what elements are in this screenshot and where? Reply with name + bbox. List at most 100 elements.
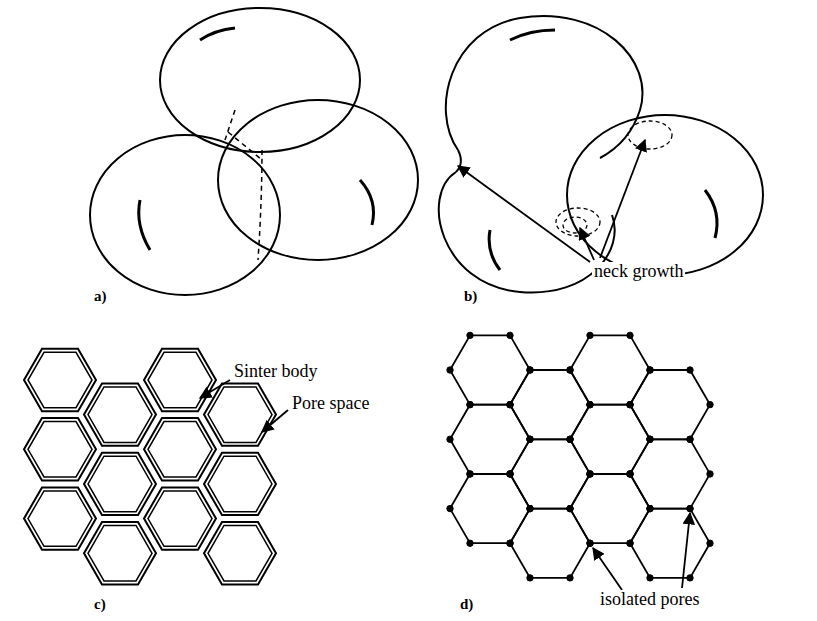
pore-dot (587, 401, 593, 407)
grain-outline (88, 456, 152, 512)
grain-outline (450, 335, 530, 404)
pore-dot (507, 471, 513, 477)
pore-dot (587, 540, 593, 546)
pore-dot (467, 401, 473, 407)
callout-label: neck growth (592, 262, 685, 282)
pore-dot (687, 575, 693, 581)
panel-letter: c) (92, 596, 108, 613)
pore-dot (507, 401, 513, 407)
pore-dot (587, 471, 593, 477)
pore-dot (567, 505, 573, 511)
pore-dot (587, 471, 593, 477)
pore-dot (507, 471, 513, 477)
pore-dot (507, 540, 513, 546)
pore-dot (467, 401, 473, 407)
grain-outline (144, 418, 216, 480)
pore-dot (527, 505, 533, 511)
grain-outline (570, 405, 650, 474)
grain-outline (450, 405, 530, 474)
pore-dot (627, 332, 633, 338)
necked-particles (439, 16, 763, 292)
pore-dot (567, 505, 573, 511)
panel-letter: b) (462, 288, 479, 305)
pore-dot (627, 471, 633, 477)
pore-dot (627, 471, 633, 477)
grain-outline (630, 439, 710, 508)
pore-dot (507, 401, 513, 407)
loose-particles (90, 8, 418, 295)
grain-outline (204, 384, 276, 446)
pore-dot (707, 471, 713, 477)
pore-dot (507, 540, 513, 546)
grain-outline (510, 439, 590, 508)
pore-dot (627, 401, 633, 407)
grain-outline (204, 522, 276, 584)
panel-letter: d) (458, 596, 475, 613)
pore-dot (707, 401, 713, 407)
pore-dot (647, 436, 653, 442)
grain-outline (630, 370, 710, 439)
callout-label: Sinter body (232, 362, 320, 382)
grain-outline (28, 491, 92, 546)
grain-outline (208, 387, 272, 443)
grain-outline (28, 352, 92, 407)
pore-dot (567, 367, 573, 373)
grain-outline (84, 522, 156, 584)
grain-outline (570, 335, 650, 404)
pore-dot (527, 505, 533, 511)
pore-dot (467, 332, 473, 338)
grain-outline (144, 487, 216, 549)
pore-dot (707, 540, 713, 546)
pore-dot (627, 540, 633, 546)
pore-dot (527, 575, 533, 581)
pore-dot (627, 401, 633, 407)
pore-dot (507, 332, 513, 338)
pore-dot (627, 401, 633, 407)
dense-cells (447, 332, 713, 581)
pore-dot (467, 471, 473, 477)
grain-outline (148, 352, 212, 407)
pore-dot (467, 471, 473, 477)
grain-outline (204, 453, 276, 515)
pore-dot (447, 367, 453, 373)
pore-dot (527, 367, 533, 373)
grain-outline (148, 422, 212, 477)
pore-dot (647, 367, 653, 373)
pore-dot (567, 505, 573, 511)
pore-dot (647, 505, 653, 511)
grain-outline (144, 349, 216, 411)
pore-dot (587, 401, 593, 407)
grain-outline (84, 384, 156, 446)
pore-dot (587, 332, 593, 338)
grain-outline (510, 509, 590, 578)
pore-dot (687, 505, 693, 511)
pore-dot (527, 436, 533, 442)
pore-dot (567, 367, 573, 373)
pore-dot (567, 436, 573, 442)
pore-dot (527, 505, 533, 511)
pore-dot (527, 436, 533, 442)
grain-outline (570, 474, 650, 543)
pore-dot (587, 540, 593, 546)
pore-dot (647, 505, 653, 511)
pore-dot (587, 401, 593, 407)
callout-label: isolated pores (598, 590, 701, 610)
grain-outline (24, 349, 96, 411)
pore-dot (447, 436, 453, 442)
grain-outline (208, 526, 272, 582)
pore-dot (687, 367, 693, 373)
callout-label: Pore space (290, 394, 371, 414)
grain-outline (148, 491, 212, 546)
pore-dot (627, 471, 633, 477)
pore-dot (647, 367, 653, 373)
pore-dot (567, 575, 573, 581)
pore-dot (647, 575, 653, 581)
grain-outline (88, 387, 152, 443)
grain-outline (24, 487, 96, 549)
grain-outline (510, 370, 590, 439)
pore-dot (527, 436, 533, 442)
grain-outline (450, 474, 530, 543)
pore-dot (467, 540, 473, 546)
pore-dot (507, 401, 513, 407)
